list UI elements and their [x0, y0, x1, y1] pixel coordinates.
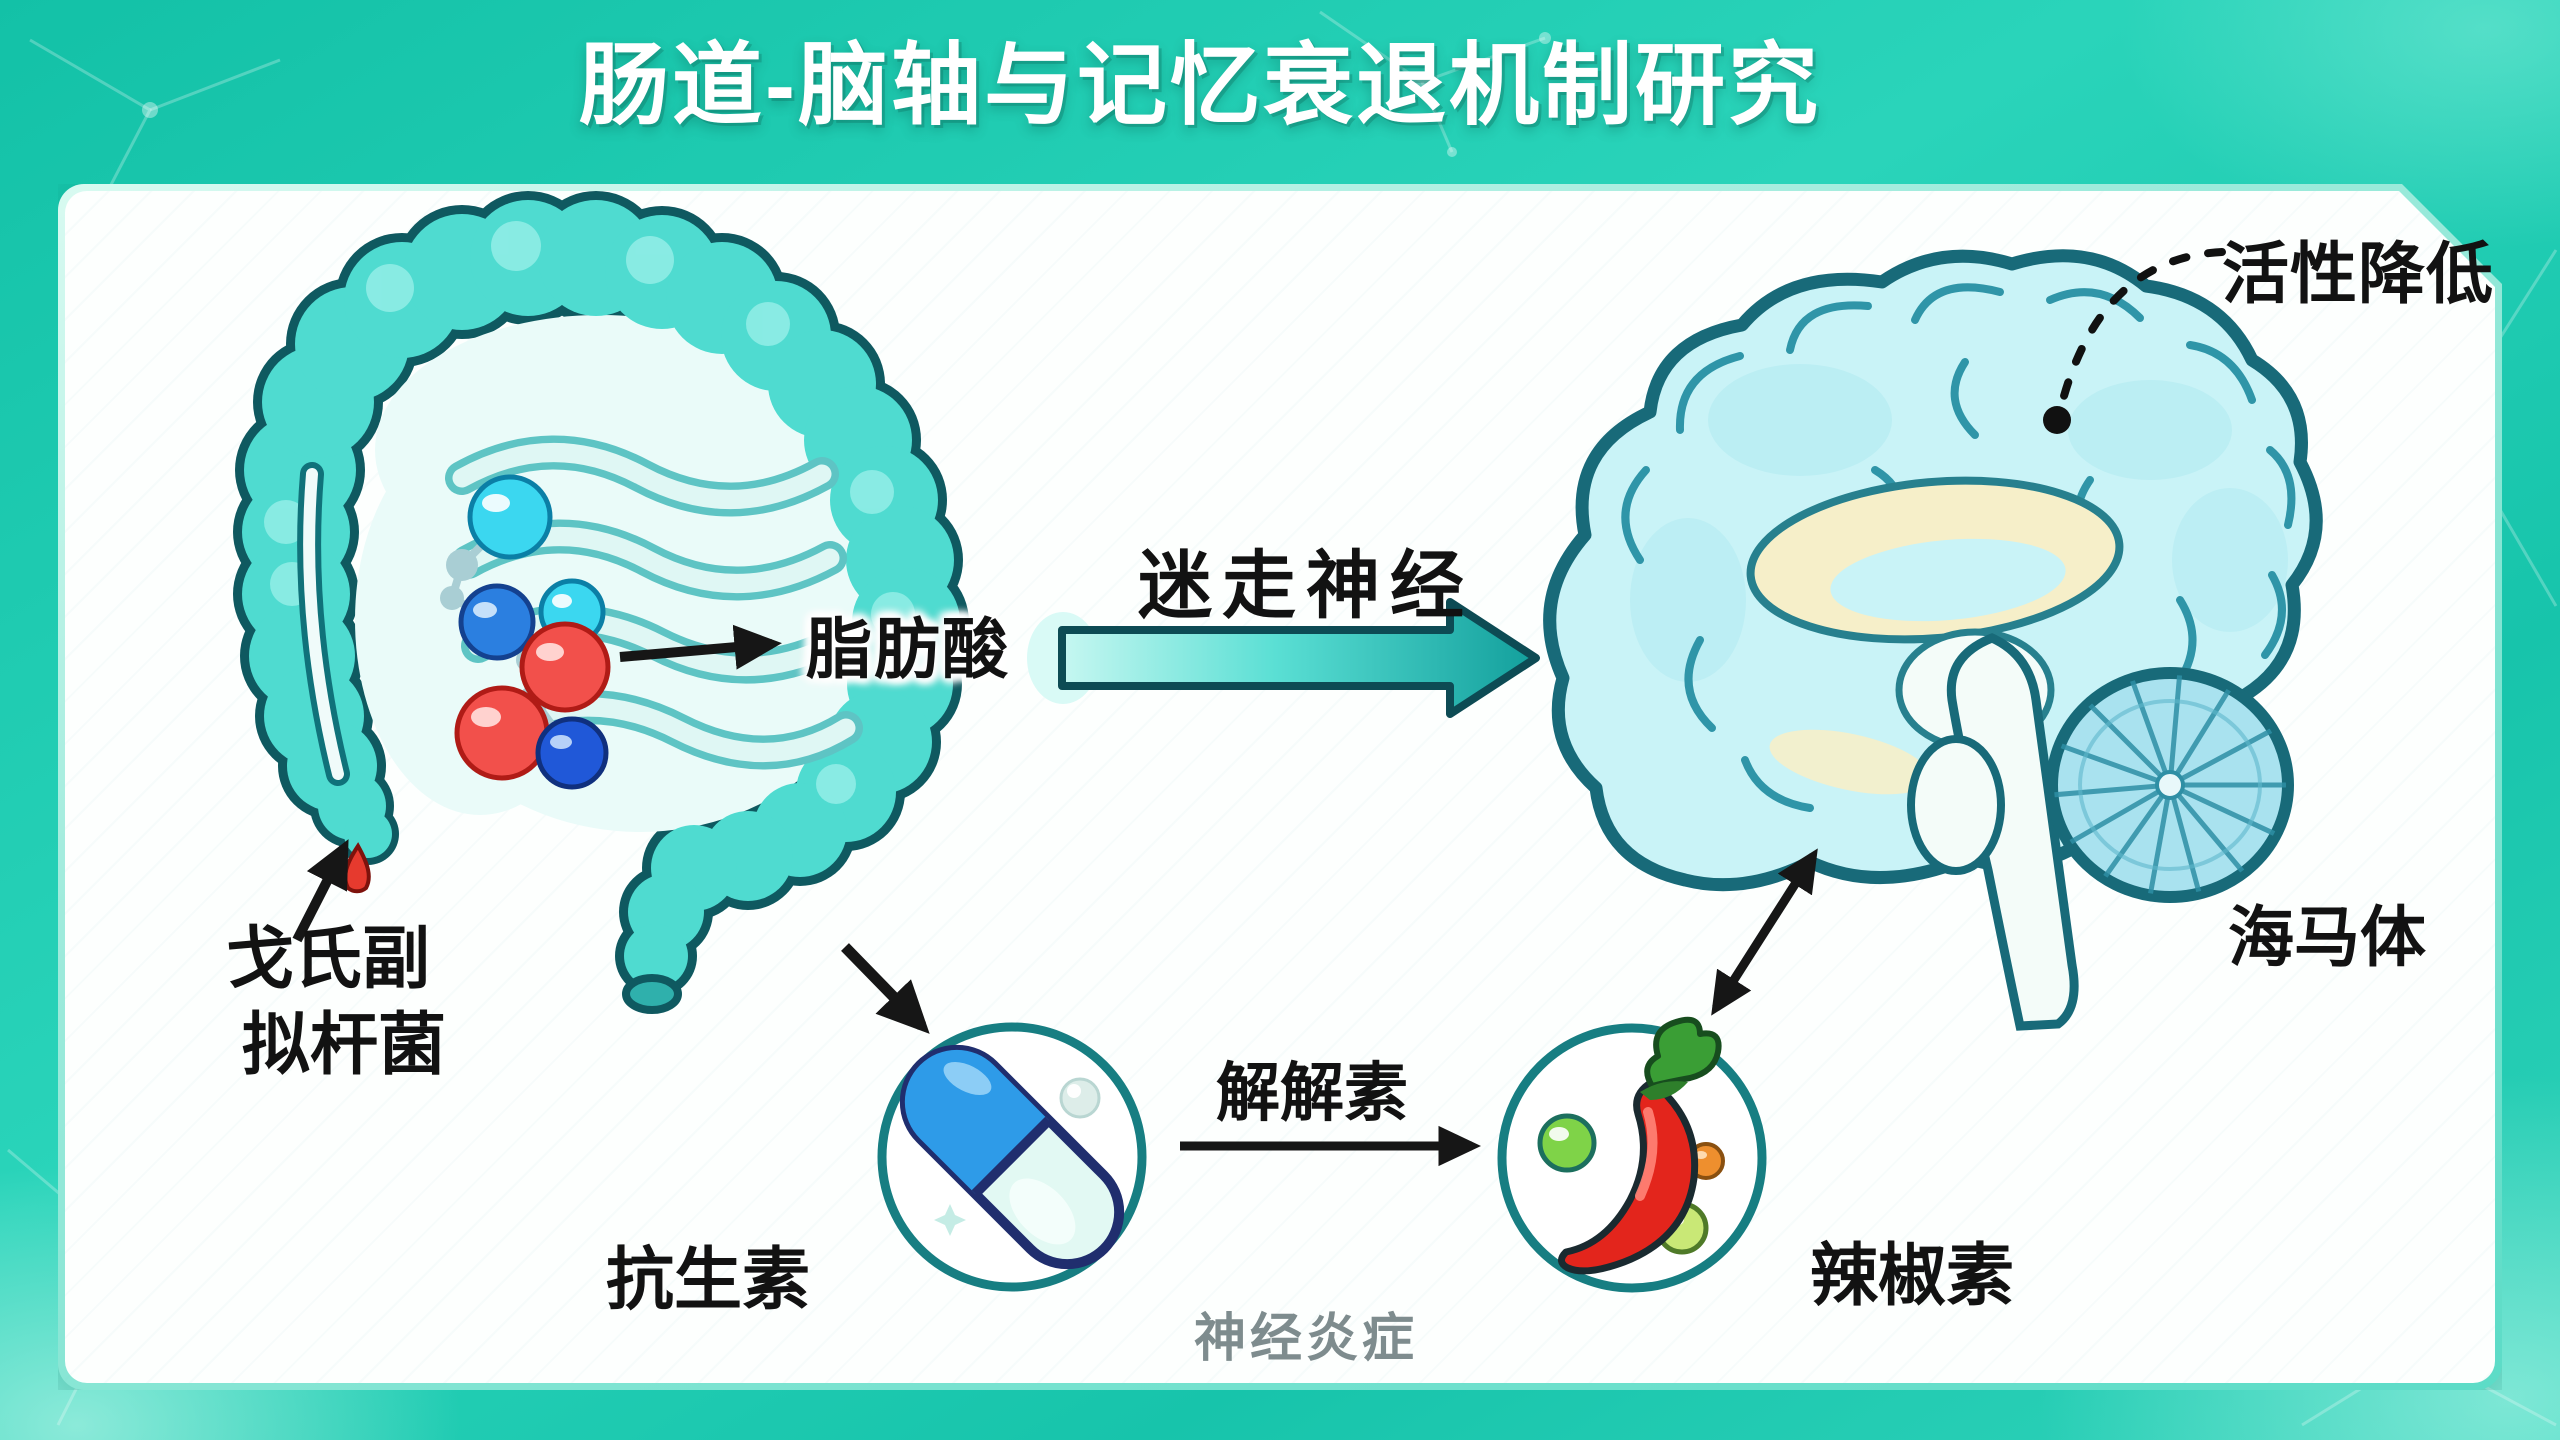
label-capsaicin: 辣椒素	[1810, 1238, 2015, 1314]
content-card-border	[58, 184, 2502, 1390]
label-resolvin: 解解素	[1216, 1057, 1408, 1129]
label-bacteroides-goldsteinii: 戈氏副 拟杆菌	[226, 916, 446, 1088]
page-title: 肠道-脑轴与记忆衰退机制研究	[579, 36, 1821, 136]
label-hippocampus: 海马体	[2228, 900, 2426, 974]
content-card	[65, 191, 2495, 1383]
label-bacteria-line1: 戈氏副	[226, 921, 431, 997]
label-antibiotics: 抗生素	[606, 1242, 811, 1318]
label-activity-reduction: 活性降低	[2222, 237, 2494, 312]
label-bacteria-line2: 拟杆菌	[242, 1007, 447, 1083]
label-vagus-nerve: 迷走神经	[1138, 544, 1474, 627]
label-neuroinflammation: 神经炎症	[1194, 1310, 1419, 1368]
label-fatty-acids: 脂肪酸	[806, 612, 1010, 686]
